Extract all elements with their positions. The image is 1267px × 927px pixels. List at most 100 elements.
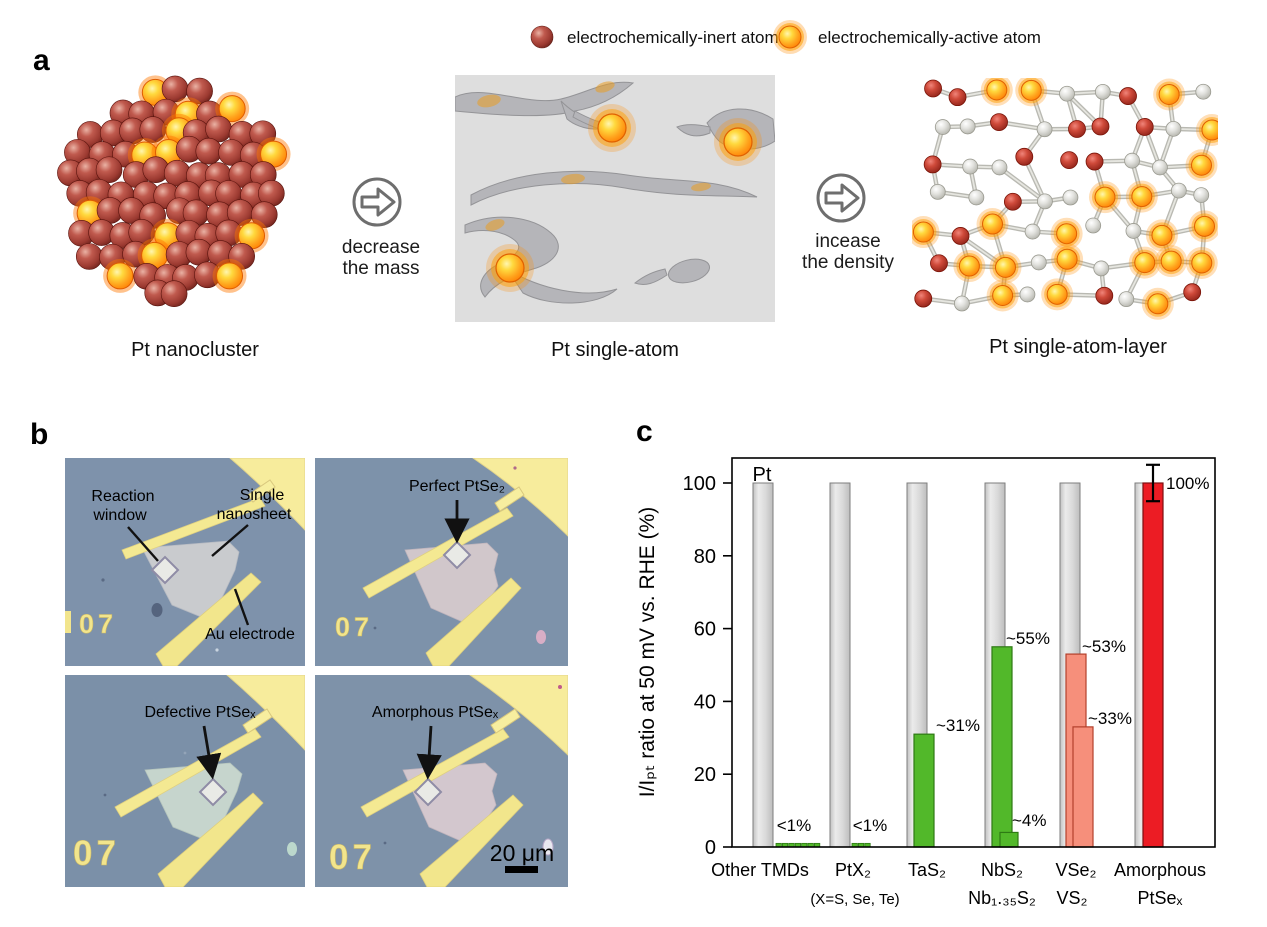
y-axis-label: I/Iₚₜ ratio at 50 mV vs. RHE (%) [636, 507, 659, 798]
x-tick-label: VSe₂ [1055, 860, 1096, 880]
x-tick-sublabel: VS₂ [1057, 888, 1088, 908]
data-bar [913, 733, 935, 848]
lattice-atom [1125, 223, 1142, 239]
value-annotation: ~53% [1082, 637, 1126, 656]
perfect-ptse2-label: Perfect PtSe₂ [409, 478, 505, 495]
chip-number: 07 [79, 609, 117, 639]
single-nanosheet-label-1: Single [240, 487, 285, 504]
lattice-atom [962, 158, 979, 175]
pt-atom [1095, 286, 1114, 305]
active-atom [1201, 119, 1218, 141]
data-bar [1142, 482, 1164, 848]
legend-active-label: electrochemically-active atom [818, 28, 1041, 47]
micrograph-device-overview: 07 Reaction window Single nanosheet Au e… [65, 458, 305, 666]
inert-atom [250, 201, 278, 228]
lattice-atom [968, 189, 985, 206]
active-atom [1134, 252, 1156, 274]
pt-reference-bar [829, 482, 851, 848]
value-annotation: 100% [1166, 474, 1209, 493]
active-atom [1131, 186, 1153, 208]
pt-atom [951, 227, 970, 245]
pt-atom [923, 155, 942, 174]
pt-atom [1183, 283, 1202, 302]
lattice-atoms-gray [929, 83, 1212, 312]
micrograph-amorphous-ptsex: 07 Amorphous PtSeₓ 20 μm [315, 675, 568, 887]
pt-nanocluster-illustration [57, 75, 291, 308]
dust-specks [65, 578, 219, 652]
data-bar [999, 831, 1019, 848]
electrode-tip [490, 708, 521, 734]
pt-atom [914, 289, 933, 308]
reaction-window-label-2: window [92, 507, 147, 524]
active-atom [982, 213, 1004, 235]
active-atom [1094, 186, 1116, 208]
amorphous-ptsex-label: Amorphous PtSeₓ [372, 704, 499, 721]
data-bar [1072, 726, 1094, 848]
au-electrode-bottom [157, 792, 264, 887]
caption-pt-single-atom-layer: Pt single-atom-layer [989, 336, 1167, 358]
pt-atom [1015, 147, 1034, 166]
pt-atom [1091, 117, 1110, 136]
x-tick-label: Amorphous [1114, 860, 1206, 880]
micrograph-perfect-ptse2: 07 Perfect PtSe₂ [315, 458, 568, 666]
active-atom [992, 284, 1014, 306]
x-tick-sublabel: Nb₁.₃₅S₂ [968, 888, 1036, 908]
chip-number: 07 [329, 838, 376, 877]
reaction-window-label-1: Reaction [91, 488, 154, 505]
lattice-atom [1062, 189, 1079, 206]
pt-reference-bar [752, 482, 774, 848]
legend-inert-label: electrochemically-inert atom [567, 28, 779, 47]
annotations: Perfect PtSe₂ [409, 478, 505, 544]
lattice-atom [929, 183, 946, 200]
micrograph-defective-ptsex: 07 Defective PtSeₓ [65, 675, 305, 887]
active-atom [106, 262, 134, 290]
arrow1-line1: decrease [341, 237, 421, 258]
y-tick-label: 20 [694, 764, 716, 786]
x-tick-sublabel: PtSeₓ [1138, 888, 1183, 908]
pt-atom [948, 88, 967, 107]
scale-bar-label: 20 μm [490, 840, 554, 866]
lattice-atom [1030, 254, 1047, 271]
arrow-right-icon [352, 177, 402, 227]
lattice-atom [1094, 83, 1111, 100]
arrow2-line1: incease [815, 231, 881, 252]
au-electrode-bottom [425, 577, 522, 666]
au-electrode-bottom [419, 794, 524, 887]
chart-group: <1%PtX₂(X=S, Se, Te) [810, 482, 900, 908]
annotations: Defective PtSeₓ [144, 704, 256, 780]
y-tick-label: 0 [705, 837, 716, 859]
chip-number: 07 [73, 834, 120, 873]
chart-group: ~31%TaS₂ [906, 482, 980, 880]
pt-atom [990, 113, 1008, 132]
active-atom [1056, 223, 1078, 245]
electrode-tip [494, 486, 525, 512]
active-atom [986, 79, 1008, 101]
arrow1-line2: the mass [342, 258, 420, 279]
dust-specks [373, 466, 546, 644]
reaction-window [150, 555, 180, 585]
lattice-atom [1193, 187, 1210, 203]
value-annotation: <1% [853, 816, 888, 835]
inert-atom [186, 77, 213, 105]
au-electrode-bottom [155, 572, 262, 666]
pt-atom [1003, 192, 1022, 211]
pt-single-atom-layer-illustration [912, 78, 1218, 320]
y-tick-label: 60 [694, 619, 716, 641]
value-annotation: ~4% [1012, 811, 1047, 830]
active-atom [218, 95, 246, 123]
lattice-atoms-red [914, 79, 1202, 308]
data-bar [991, 646, 1013, 848]
lattice-atom [1152, 159, 1168, 176]
panel-c-label: c [636, 415, 653, 448]
chip-number: 07 [335, 612, 373, 642]
lattice-atom [934, 119, 951, 135]
lattice-atom [1037, 193, 1053, 210]
au-electrode-top [121, 497, 266, 560]
lattice-atom [1036, 121, 1053, 138]
inert-atom [160, 280, 188, 308]
inert-atom [95, 156, 123, 184]
active-atom [1158, 83, 1180, 105]
pt-atom [1135, 118, 1154, 136]
active-atom [1046, 283, 1068, 305]
